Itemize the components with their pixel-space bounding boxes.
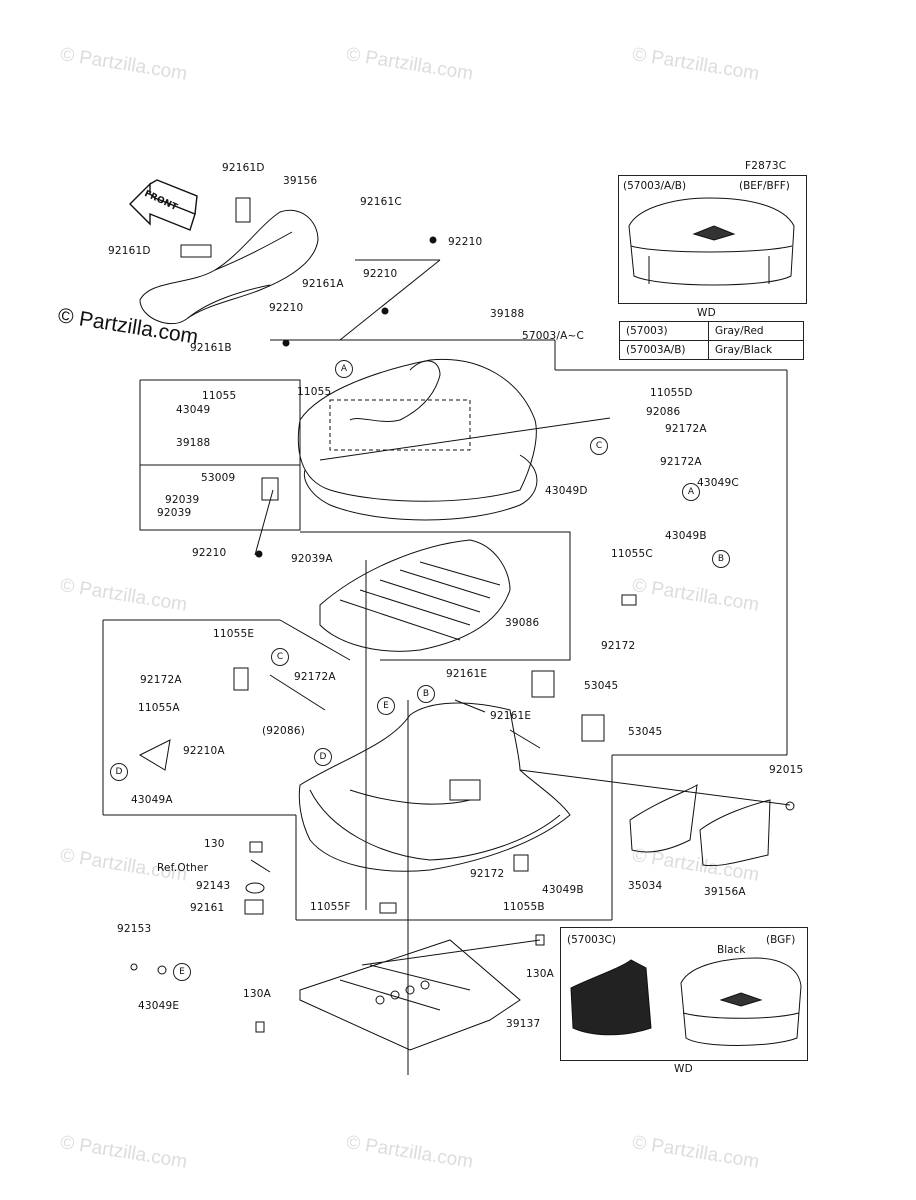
- part-label: 43049D: [545, 485, 588, 497]
- part-label: 92172: [601, 640, 636, 652]
- seat-pad-shape: [139, 209, 319, 325]
- part-label: 92153: [117, 923, 152, 935]
- part-label: 92161: [190, 902, 225, 914]
- part-label: 92039: [165, 494, 200, 506]
- part-label: 43049A: [131, 794, 173, 806]
- callout-a: A: [682, 483, 700, 501]
- part-label: 39188: [490, 308, 525, 320]
- part-label: 11055F: [310, 901, 351, 913]
- part-label: 43049B: [665, 530, 707, 542]
- part-label: 92210: [269, 302, 304, 314]
- part-label: 39188: [176, 437, 211, 449]
- part-label: 35034: [628, 880, 663, 892]
- part-label: 92172A: [140, 674, 182, 686]
- part-label: 92172: [470, 868, 505, 880]
- part-label: 92086: [646, 406, 681, 418]
- color-table: (57003) Gray/Red (57003A/B) Gray/Black: [619, 321, 804, 360]
- inset-top-box: (57003/A/B) (BEF/BFF): [618, 175, 807, 304]
- part-label: 130A: [526, 968, 555, 980]
- table-cell: Gray/Black: [708, 340, 804, 360]
- lid-shape: [297, 358, 537, 502]
- part-label: 11055C: [611, 548, 653, 560]
- callout-e: E: [377, 697, 395, 715]
- part-label: 11055D: [650, 387, 693, 399]
- part-label: 43049: [176, 404, 211, 416]
- inset-top-title: (57003/A/B): [623, 180, 687, 192]
- part-label: 39156: [283, 175, 318, 187]
- callout-c: C: [590, 437, 608, 455]
- inset-bottom-box: (57003C) (BGF) Black: [560, 927, 808, 1061]
- part-label: 92143: [196, 880, 231, 892]
- part-label: 39086: [505, 617, 540, 629]
- inset-bottom-region: (BGF): [766, 934, 796, 946]
- part-label: 11055B: [503, 901, 545, 913]
- callout-e: E: [173, 963, 191, 981]
- part-label: 11055: [297, 386, 332, 398]
- part-label: 92161A: [302, 278, 344, 290]
- table-cell: (57003A/B): [619, 340, 709, 360]
- part-label: 92210: [448, 236, 483, 248]
- part-label: 43049C: [697, 477, 739, 489]
- part-label: 92161D: [222, 162, 265, 174]
- part-label: 92039: [157, 507, 192, 519]
- inset-top-region: (BEF/BFF): [739, 180, 790, 192]
- top-case-variant-icon: [628, 197, 795, 286]
- tray-shape: [319, 539, 511, 652]
- part-label: 92210A: [183, 745, 225, 757]
- callout-b: B: [712, 550, 730, 568]
- part-label: 92210: [363, 268, 398, 280]
- part-label: 92172A: [665, 423, 707, 435]
- part-label: 92015: [769, 764, 804, 776]
- part-label: 130: [204, 838, 225, 850]
- figure-id: F2873C: [745, 160, 787, 172]
- part-label: 43049B: [542, 884, 584, 896]
- side-panel-shape: [629, 783, 698, 853]
- bottom-case-variant-icon: [570, 957, 802, 1046]
- part-label: 53009: [201, 472, 236, 484]
- table-cell: (57003): [619, 321, 709, 341]
- part-label: 53045: [584, 680, 619, 692]
- part-label: 39156A: [704, 886, 746, 898]
- case-shape: [298, 702, 571, 872]
- part-label: (92086): [262, 725, 305, 737]
- callout-d: D: [314, 748, 332, 766]
- inset-top-footer: WD: [697, 307, 716, 319]
- callout-a: A: [335, 360, 353, 378]
- part-label: 130A: [243, 988, 272, 1000]
- part-label: 53045: [628, 726, 663, 738]
- part-label: 11055: [202, 390, 237, 402]
- part-label: 43049E: [138, 1000, 180, 1012]
- rack-shape: [299, 939, 521, 1051]
- table-cell: Gray/Red: [708, 321, 804, 341]
- part-label: 92172A: [294, 671, 336, 683]
- inset-bottom-title: (57003C): [567, 934, 616, 946]
- table-row: (57003) Gray/Red: [619, 321, 804, 341]
- front-arrow-icon: [129, 179, 198, 231]
- callout-d: D: [110, 763, 128, 781]
- part-label: 11055A: [138, 702, 180, 714]
- part-label: 92161E: [446, 668, 488, 680]
- part-label: 92172A: [660, 456, 702, 468]
- part-label: 39137: [506, 1018, 541, 1030]
- part-label: 92161E: [490, 710, 532, 722]
- part-label: 57003/A~C: [522, 330, 585, 342]
- part-label: Ref.Other: [157, 862, 209, 874]
- part-label: 92161B: [190, 342, 232, 354]
- part-label: 11055E: [213, 628, 255, 640]
- callout-b: B: [417, 685, 435, 703]
- inset-bottom-color: Black: [717, 944, 746, 956]
- part-label: 92210: [192, 547, 227, 559]
- part-label: 92161D: [108, 245, 151, 257]
- table-row: (57003A/B) Gray/Black: [619, 340, 804, 360]
- part-label: 92161C: [360, 196, 402, 208]
- callout-c: C: [271, 648, 289, 666]
- inset-bottom-footer: WD: [674, 1063, 693, 1075]
- part-label: 92039A: [291, 553, 333, 565]
